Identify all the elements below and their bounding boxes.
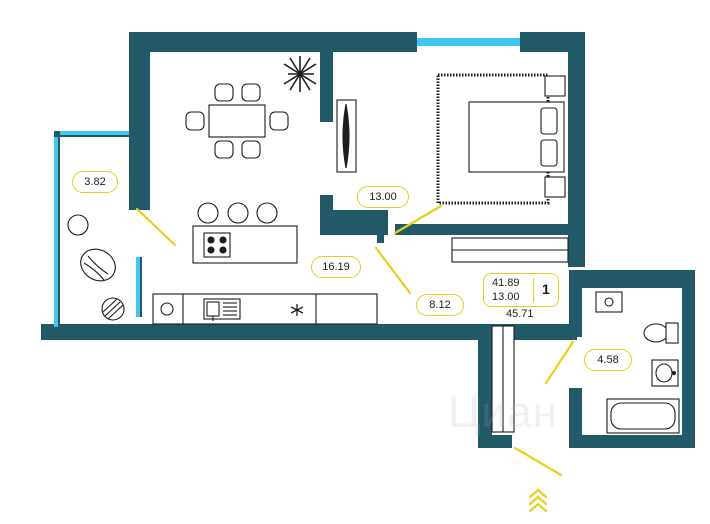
wall-bath-top [569, 270, 695, 288]
toilet [643, 322, 679, 344]
bathtub [606, 398, 680, 434]
wall-bottom-main [41, 324, 577, 340]
area-summary: 41.89 13.00 1 [483, 273, 559, 307]
nightstand-bottom [544, 176, 566, 198]
balcony-pot [101, 297, 125, 321]
balcony-table [67, 214, 89, 236]
wall-top-living [129, 32, 417, 52]
chair-bottom-left [214, 140, 234, 159]
bathroom-area-label: 4.58 [584, 349, 632, 371]
wall-bath-left [569, 270, 582, 337]
bedroom-area-label: 13.00 [357, 186, 409, 208]
living-area-total: 41.89 [492, 277, 520, 289]
watermark: Циан [448, 388, 558, 437]
dining-table [208, 104, 266, 138]
door-lines [135, 204, 575, 513]
chair-right [269, 111, 289, 131]
chair-top-left [214, 83, 234, 102]
summary-divider [533, 278, 535, 302]
rooms-count: 1 [542, 281, 550, 297]
balcony-area-label: 3.82 [72, 171, 118, 193]
wall-living-left [129, 32, 150, 210]
chair-top-right [241, 83, 261, 102]
windows [54, 38, 520, 327]
pillow-bottom [540, 139, 558, 167]
window-bedroom [417, 38, 520, 46]
chair-bottom-right [241, 140, 261, 159]
wall-bath-right [682, 270, 695, 448]
counter-burner [160, 302, 174, 316]
door-bathroom [544, 340, 575, 385]
door-bedroom [393, 204, 443, 235]
walls [41, 32, 695, 448]
stool-1 [197, 202, 219, 224]
fridge-snowflake-icon [290, 304, 304, 316]
stool-3 [256, 202, 278, 224]
plant-icon [283, 56, 317, 92]
stool-2 [227, 202, 249, 224]
kitchen-area-total: 13.00 [492, 291, 520, 303]
wall-hall-bottom [478, 435, 512, 448]
total-area: 45.71 [506, 308, 534, 320]
window-balcony-top [60, 131, 129, 135]
door-entrance [513, 446, 563, 477]
hall-area-label: 8.12 [416, 294, 464, 316]
chair-left [185, 111, 205, 131]
wall-hall-left [478, 324, 492, 448]
window-balcony-left [54, 137, 58, 327]
door-balcony [135, 207, 177, 247]
entrance-chevron-2 [528, 495, 548, 506]
balcony-chair [80, 248, 116, 282]
entrance-chevron-3 [528, 502, 548, 513]
wall-bath-left-lower [569, 388, 582, 448]
washbasin [651, 359, 679, 387]
wall-bath-bottom [569, 435, 695, 448]
kitchen-living-area-label: 16.19 [311, 256, 361, 278]
wall-door-post [377, 235, 384, 243]
wall-living-bedroom [320, 52, 333, 122]
kitchen-counter [152, 293, 378, 325]
door-hall [374, 246, 412, 295]
stove-icon [203, 232, 231, 258]
window-balcony-stub [136, 257, 140, 317]
sink-icon [203, 298, 241, 321]
entrance-chevron-1 [528, 488, 548, 499]
furniture [67, 56, 680, 434]
wall-bedroom-right [568, 32, 585, 267]
wall-bedroom-bottom-left [320, 210, 388, 235]
pillow-top [540, 107, 558, 135]
wall-bedroom-bottom [395, 224, 585, 235]
nightstand-top [544, 75, 566, 97]
